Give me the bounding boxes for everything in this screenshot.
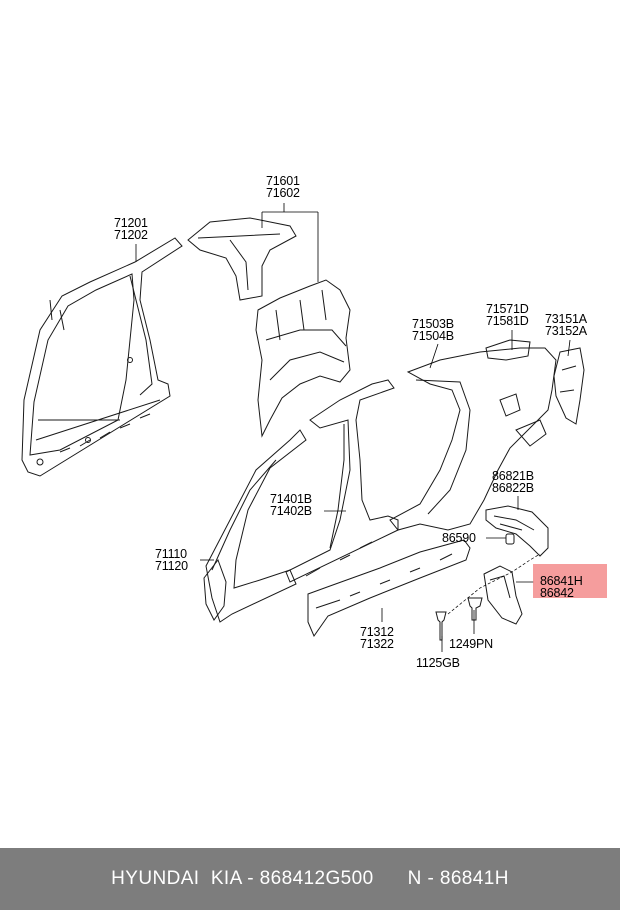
callout-1249pn: 1249PN	[449, 637, 493, 651]
callout-line: 71581D	[486, 314, 529, 328]
callout-71312: 71312 71322	[360, 625, 394, 651]
part-71110-pillar-lower	[203, 558, 227, 621]
callout-71601: 71601 71602	[266, 174, 300, 200]
callout-71571: 71571D 71581D	[486, 302, 529, 328]
part-71201-side-outer-front	[21, 237, 183, 477]
callout-line: 71571D	[486, 302, 529, 316]
callout-line: 71401B	[270, 492, 312, 506]
callout-line: 86821B	[492, 469, 534, 483]
callout-line: 73152A	[545, 324, 587, 338]
callout-line: 73151A	[545, 312, 587, 326]
part-number-footer: HYUNDAI KIA - 868412G500 N - 86841H	[0, 848, 620, 910]
callout-71110: 71110 71120	[155, 547, 188, 573]
callout-1125gb: 1125GB	[416, 656, 460, 670]
catalog-number: N - 86841H	[407, 868, 509, 889]
callout-line: 86842	[540, 586, 574, 600]
callout-line: 1249PN	[449, 637, 493, 651]
callout-line: 86822B	[492, 481, 534, 495]
callout-86841: 86841H 86842	[540, 574, 583, 600]
callout-line: 71120	[155, 559, 188, 573]
part-73151-bracket	[553, 347, 585, 425]
part-highlight	[533, 564, 607, 598]
callout-line: 1125GB	[416, 656, 460, 670]
callout-line: 71322	[360, 637, 394, 651]
parts-diagram	[21, 203, 585, 652]
callout-86590: 86590	[442, 531, 476, 545]
part-71312-side-sill	[307, 539, 471, 638]
callout-71201: 71201 71202	[114, 216, 148, 242]
part-71601-quarter-inner	[187, 217, 351, 438]
leader-lines	[135, 203, 571, 652]
brand-part-number: HYUNDAI KIA - 868412G500	[111, 868, 374, 889]
part-86821-wheel-guard	[485, 505, 549, 557]
fastener-1249pn	[467, 597, 483, 621]
callout-line: 86590	[442, 531, 476, 545]
callout-line: 71602	[266, 186, 300, 200]
callout-line: 71202	[114, 228, 148, 242]
part-71401-side-outer-middle	[205, 379, 399, 623]
fastener-86590	[505, 533, 515, 545]
callout-line: 71402B	[270, 504, 312, 518]
part-71503-quarter-outer	[389, 339, 557, 531]
callout-71401: 71401B 71402B	[270, 492, 312, 518]
callout-71503: 71503B 71504B	[412, 317, 454, 343]
callout-line: 71503B	[412, 317, 454, 331]
callout-line: 86841H	[540, 574, 583, 588]
callout-86821: 86821B 86822B	[492, 469, 534, 495]
fastener-1125gb	[435, 611, 447, 641]
part-86841-mud-guard	[483, 565, 523, 625]
callout-line: 71601	[266, 174, 300, 188]
callout-line: 71312	[360, 625, 394, 639]
callout-line: 71110	[155, 547, 187, 561]
footer-spacer	[374, 868, 408, 890]
callout-line: 71504B	[412, 329, 454, 343]
callout-73151: 73151A 73152A	[545, 312, 587, 338]
callout-line: 71201	[114, 216, 148, 230]
